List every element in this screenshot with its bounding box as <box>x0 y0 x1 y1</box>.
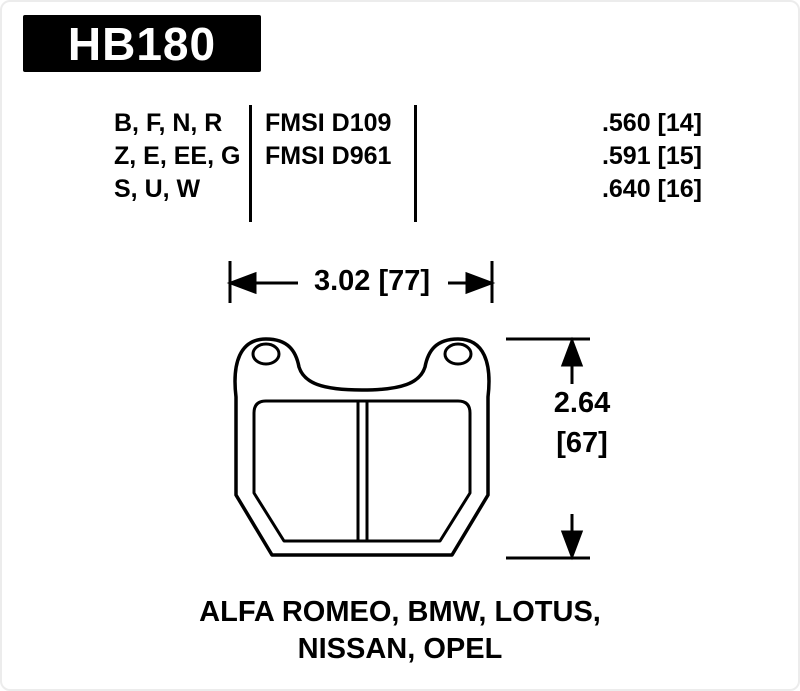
height-dimension-bracket: [67] <box>556 427 608 459</box>
vehicle-applications: ALFA ROMEO, BMW, LOTUS, NISSAN, OPEL <box>2 594 798 668</box>
compound-codes-column: B, F, N, R Z, E, EE, G S, U, W <box>114 107 240 206</box>
pad-thickness-column: .560 [14] .591 [15] .640 [16] <box>542 107 702 206</box>
friction-pad-outline <box>252 399 472 543</box>
pad-thickness-row: .560 [14] <box>601 109 702 137</box>
mounting-hole-right <box>443 342 473 366</box>
compound-codes-row: S, U, W <box>114 175 201 203</box>
part-number: HB180 <box>67 17 217 70</box>
compound-codes-row: Z, E, EE, G <box>114 142 241 170</box>
width-dimension-label: 3.02 [77] <box>313 265 431 297</box>
arrow-up-icon <box>560 336 584 367</box>
table-divider-left <box>249 105 252 222</box>
compound-codes-row: B, F, N, R <box>114 109 223 137</box>
vehicle-applications-line: ALFA ROMEO, BMW, LOTUS, <box>199 596 601 628</box>
arrow-left-icon <box>226 271 257 295</box>
height-dimension-value: 2.64 <box>553 387 611 419</box>
mounting-hole-left <box>251 342 281 366</box>
arrow-right-icon <box>465 271 496 295</box>
table-divider-right <box>414 105 417 222</box>
part-number-badge: HB180 <box>23 15 261 72</box>
backplate-outline <box>233 337 491 557</box>
fmsi-column: FMSI D109 FMSI D961 <box>265 107 391 173</box>
fmsi-row: FMSI D961 <box>265 142 392 170</box>
arrow-down-icon <box>560 530 584 561</box>
vehicle-applications-line: NISSAN, OPEL <box>297 633 503 665</box>
pad-thickness-row: .591 [15] <box>601 142 702 170</box>
fmsi-row: FMSI D109 <box>265 109 392 137</box>
pad-thickness-row: .640 [16] <box>601 175 702 203</box>
brake-pad-drawing <box>233 337 491 557</box>
